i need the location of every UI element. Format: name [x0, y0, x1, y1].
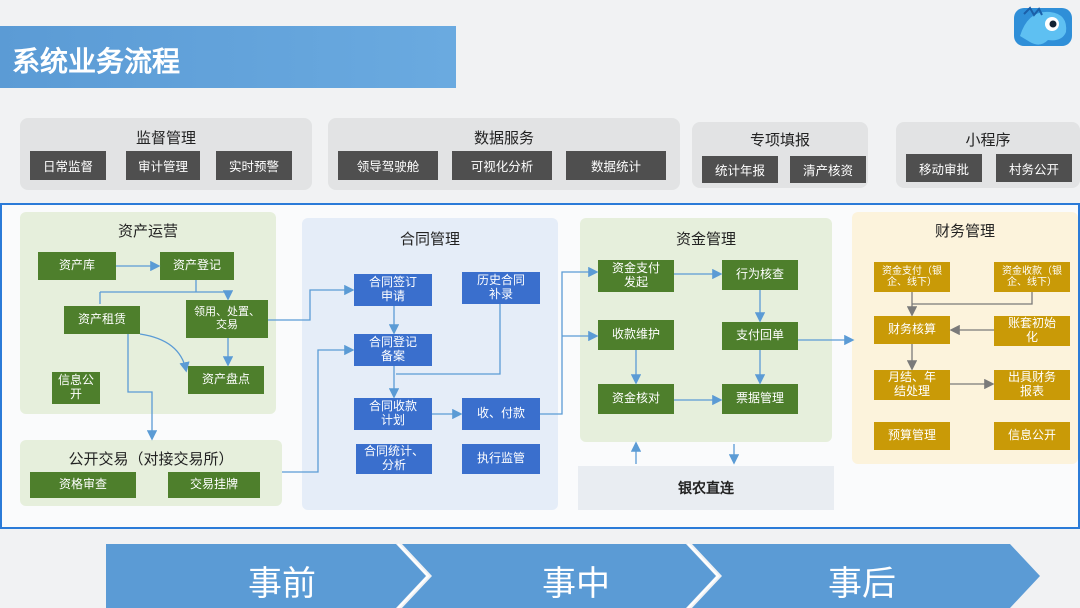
public-trade-title: 公开交易（对接交易所） — [68, 450, 234, 468]
contract-history-node[interactable]: 历史合同补录 — [462, 272, 540, 304]
page-title: 系统业务流程 — [12, 45, 181, 78]
asset-info-node[interactable]: 信息公开 — [52, 372, 100, 404]
receipt-maintenance-node[interactable]: 收款维护 — [598, 320, 674, 350]
contract-panel-title: 合同管理 — [399, 230, 460, 248]
budget-management-node[interactable]: 预算管理 — [874, 422, 950, 450]
finance-collect-in-node[interactable]: 资金收款（银企、线下） — [994, 262, 1070, 292]
contract-sign-node[interactable]: 合同签订申请 — [354, 274, 432, 306]
mobile-approval-button[interactable]: 移动审批 — [906, 154, 982, 182]
chameleon-logo-icon — [1014, 6, 1072, 46]
title-bar — [0, 26, 456, 88]
receive-pay-node[interactable]: 收、付款 — [462, 398, 540, 430]
behavior-check-node[interactable]: 行为核查 — [722, 260, 798, 290]
contract-collect-plan-node[interactable]: 合同收款计划 — [354, 398, 432, 430]
fund-verify-node[interactable]: 资金核对 — [598, 384, 674, 414]
phase-during: 事中 — [542, 564, 610, 604]
trade-listing-node[interactable]: 交易挂牌 — [168, 472, 260, 498]
asset-lease-node[interactable]: 资产租赁 — [64, 306, 140, 334]
finance-accounting-node[interactable]: 财务核算 — [874, 316, 950, 344]
asset-library-node[interactable]: 资产库 — [38, 252, 116, 280]
closing-process-node[interactable]: 月结、年结处理 — [874, 370, 950, 400]
bank-connect-panel — [578, 466, 834, 510]
asset-panel-title: 资产运营 — [117, 222, 178, 240]
asset-register-node[interactable]: 资产登记 — [160, 252, 234, 280]
audit-management-button[interactable]: 审计管理 — [126, 151, 200, 180]
group-special-filing-title: 专项填报 — [749, 131, 810, 149]
asset-inventory-node[interactable]: 资产盘点 — [188, 366, 264, 394]
fund-payment-node[interactable]: 资金支付发起 — [598, 260, 674, 292]
execution-supervision-node[interactable]: 执行监管 — [462, 444, 540, 474]
village-affairs-button[interactable]: 村务公开 — [996, 154, 1072, 182]
bank-connect-label[interactable]: 银农直连 — [678, 481, 734, 497]
account-init-node[interactable]: 账套初始化 — [994, 316, 1070, 346]
fund-panel-title: 资金管理 — [675, 230, 736, 248]
asset-verification-button[interactable]: 清产核资 — [790, 156, 866, 183]
finance-info-node[interactable]: 信息公开 — [994, 422, 1070, 450]
financial-report-node[interactable]: 出具财务报表 — [994, 370, 1070, 400]
finance-pay-in-node[interactable]: 资金支付（银企、线下） — [874, 262, 950, 292]
phase-before: 事前 — [248, 564, 316, 604]
daily-supervision-button[interactable]: 日常监督 — [30, 151, 106, 180]
payment-receipt-node[interactable]: 支付回单 — [722, 322, 798, 350]
group-supervision-title: 监督管理 — [135, 129, 196, 147]
group-data-service-title: 数据服务 — [473, 129, 534, 147]
leader-cockpit-button[interactable]: 领导驾驶舱 — [338, 151, 438, 180]
realtime-warning-button[interactable]: 实时预警 — [216, 151, 292, 180]
finance-panel-title: 财务管理 — [934, 222, 995, 240]
qualification-review-node[interactable]: 资格审查 — [30, 472, 136, 498]
bill-management-node[interactable]: 票据管理 — [722, 384, 798, 414]
data-statistics-button[interactable]: 数据统计 — [566, 151, 666, 180]
annual-stats-button[interactable]: 统计年报 — [702, 156, 778, 183]
contract-stats-node[interactable]: 合同统计、分析 — [356, 444, 432, 474]
group-mini-program-title: 小程序 — [965, 131, 1011, 149]
visual-analysis-button[interactable]: 可视化分析 — [452, 151, 552, 180]
phase-after: 事后 — [828, 564, 896, 604]
